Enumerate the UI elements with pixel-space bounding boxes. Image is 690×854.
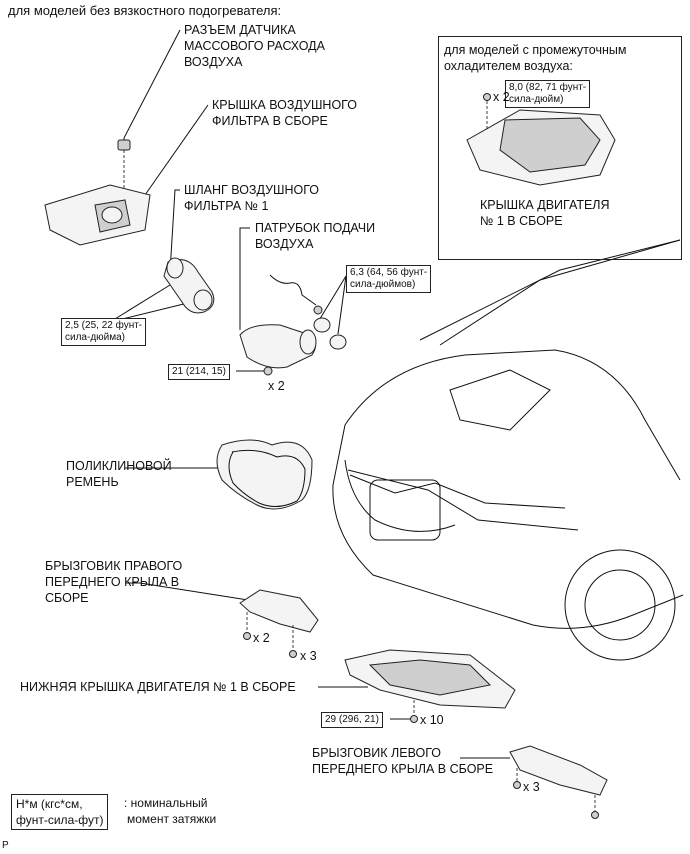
label-lshield-line2: ПЕРЕДНЕГО КРЫЛА В СБОРЕ [312,762,494,776]
inset-part-line1: КРЫШКА ДВИГАТЕЛЯ [480,198,610,212]
torque-hose-box: 2,5 (25, 22 фунт- сила-дюйма) [61,318,147,346]
label-maf-line1: РАЗЪЕМ ДАТЧИКА [184,23,296,37]
label-hose-line2: ФИЛЬТРА № 1 [184,199,269,213]
torque-intake-box: 21 (214, 15) [168,364,230,380]
intercooler-inset [438,36,682,260]
torque-hose-line2: сила-дюйма) [65,332,125,343]
legend-line2: фунт-сила-фут) [16,813,104,827]
torque-under-box: 29 (296, 21) [321,712,383,728]
torque-clamp-line1: 6,3 (64, 56 фунт- [350,267,428,278]
torque-clamp-line2: сила-дюймов) [350,279,416,290]
label-filter-line1: КРЫШКА ВОЗДУШНОГО [212,98,357,112]
label-maf-line3: ВОЗДУХА [184,55,243,69]
qty-lshield: x 3 [523,780,540,794]
label-intake-line2: ВОЗДУХА [255,237,314,251]
qty-rshield-a: x 2 [253,631,270,645]
label-lshield-line1: БРЫЗГОВИК ЛЕВОГО [312,746,441,760]
footer-code: P [2,840,9,851]
legend-box: Н*м (кгс*см, фунт-сила-фут) [11,794,109,830]
inset-qty: x 2 [493,90,510,104]
qty-intake: x 2 [268,379,285,393]
legend-line1: Н*м (кгс*см, [16,797,83,811]
inset-torque-line2: сила-дюйм) [509,94,564,105]
inset-torque-box: 8,0 (82, 71 фунт- сила-дюйм) [505,80,591,108]
label-under-cover: НИЖНЯЯ КРЫШКА ДВИГАТЕЛЯ № 1 В СБОРЕ [20,680,296,694]
torque-hose-line1: 2,5 (25, 22 фунт- [65,320,143,331]
label-belt-line2: РЕМЕНЬ [66,475,119,489]
label-maf-line2: МАССОВОГО РАСХОДА [184,39,325,53]
inset-part-line2: № 1 В СБОРЕ [480,214,563,228]
label-filter-line2: ФИЛЬТРА В СБОРЕ [212,114,328,128]
torque-clamp-box: 6,3 (64, 56 фунт- сила-дюймов) [346,265,432,293]
label-belt-line1: ПОЛИКЛИНОВОЙ [66,459,172,473]
label-rshield-line1: БРЫЗГОВИК ПРАВОГО [45,559,183,573]
inset-title-line1: для моделей с промежуточным [444,43,627,57]
label-hose-line1: ШЛАНГ ВОЗДУШНОГО [184,183,320,197]
inset-torque-line1: 8,0 (82, 71 фунт- [509,82,587,93]
page-header: для моделей без вязкостного подогревател… [8,3,282,18]
label-intake-line1: ПАТРУБОК ПОДАЧИ [255,221,376,235]
label-rshield-line3: СБОРЕ [45,591,89,605]
label-rshield-line2: ПЕРЕДНЕГО КРЫЛА В [45,575,180,589]
qty-rshield-b: x 3 [300,649,317,663]
qty-under: x 10 [420,713,444,727]
inset-title-line2: охладителем воздуха: [444,59,573,73]
legend-desc-line2: момент затяжки [127,812,217,826]
legend-desc-line1: : номинальный [124,796,208,810]
